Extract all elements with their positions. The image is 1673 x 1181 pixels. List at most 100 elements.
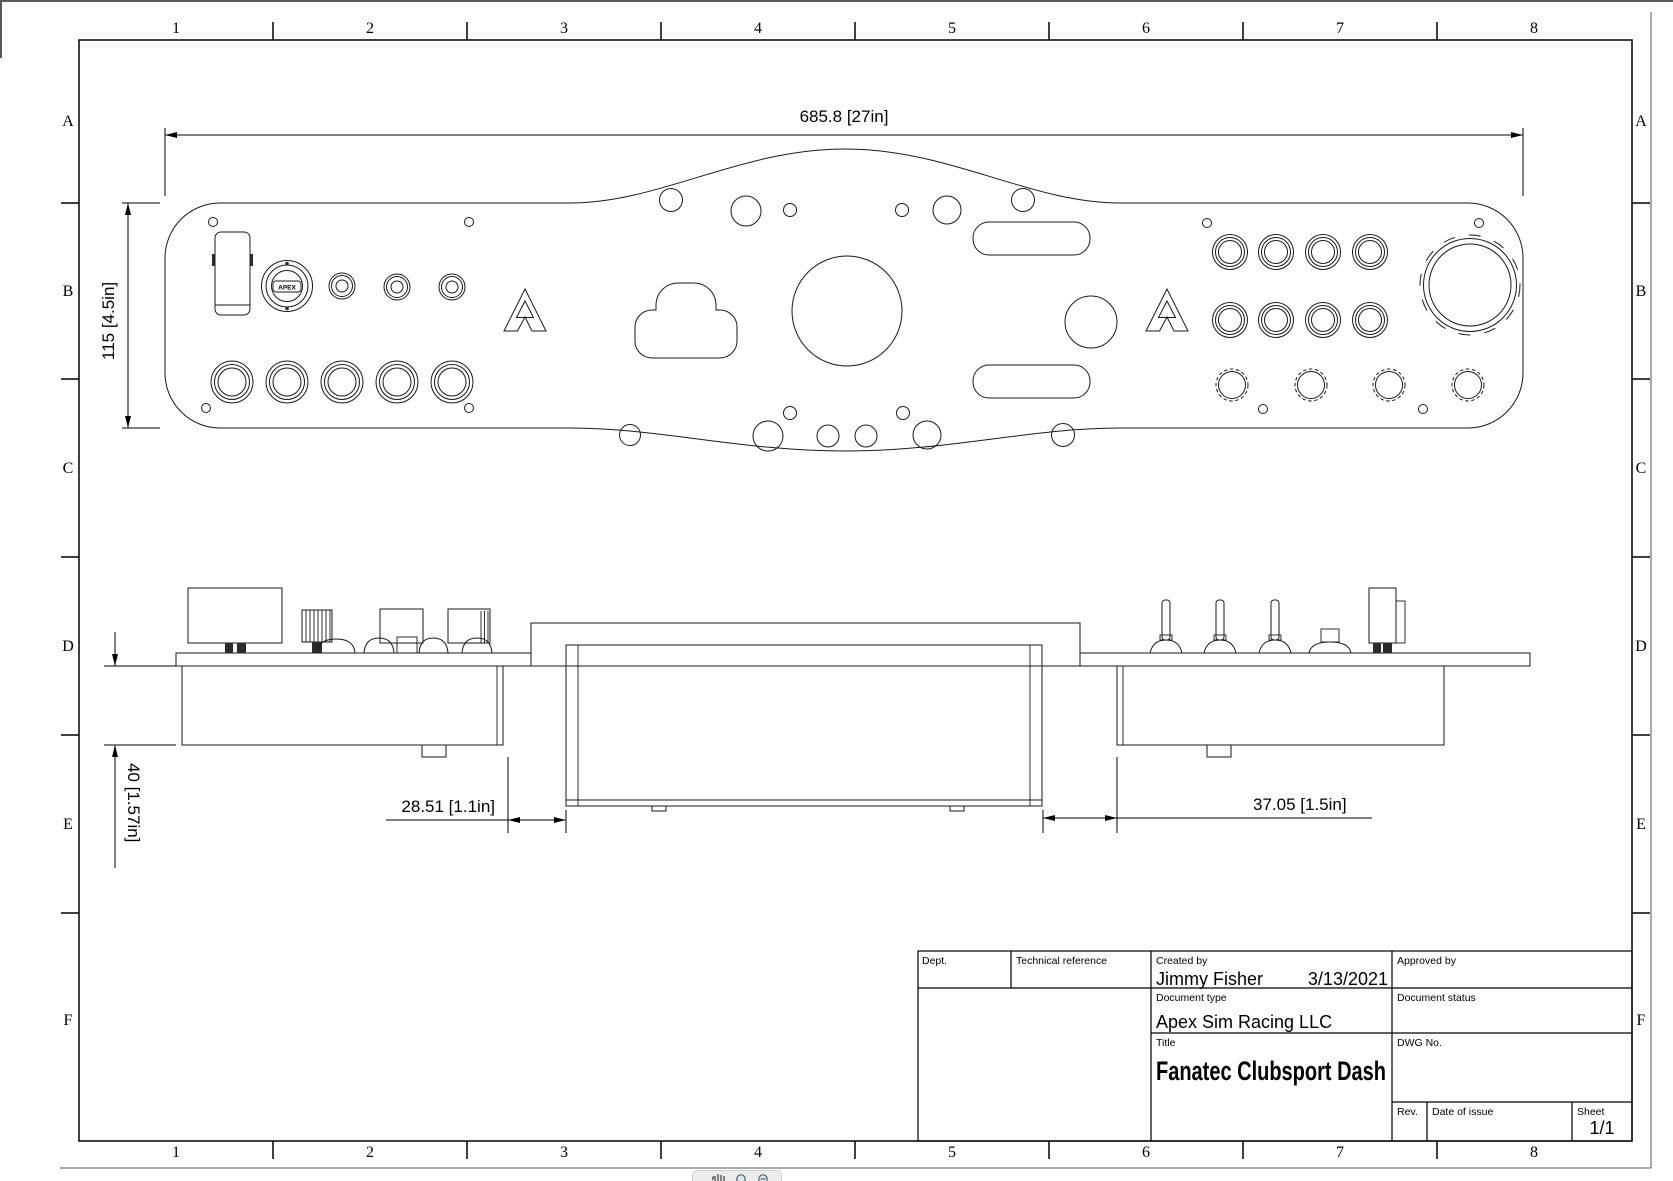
button-grid-right (1212, 234, 1388, 338)
dimension-overall-width: 685.8 [27in] (164, 107, 1524, 196)
display-housing-center (530, 622, 1081, 812)
grid-row-label: B (1636, 283, 1647, 300)
grid-col-label: 1 (172, 20, 180, 37)
date-of-issue-label: Date of issue (1432, 1106, 1493, 1118)
zoom-tool-icon[interactable] (736, 1174, 747, 1181)
grid-row-label: F (64, 1012, 73, 1029)
dpad-cutout (634, 282, 738, 359)
sheet-label: Sheet (1577, 1106, 1605, 1118)
grid-row-label: F (1637, 1012, 1646, 1029)
enclosure-right (1116, 665, 1445, 758)
grid-row-label: E (63, 816, 73, 833)
technical-reference-label: Technical reference (1016, 955, 1107, 967)
switch-side-1 (363, 608, 449, 654)
panel-plate-right (1079, 652, 1531, 667)
approved-by-label: Approved by (1397, 955, 1457, 967)
grid-col-label: 6 (1142, 1144, 1150, 1161)
document-type-value: Apex Sim Racing LLC (1156, 1012, 1332, 1032)
apex-push-button: APEX (261, 260, 313, 312)
title-block: Dept. Technical reference Created by Jim… (917, 950, 1633, 1142)
knob-side (301, 609, 333, 653)
panel-middle-section (619, 188, 1118, 452)
side-view-drawing: 40 [1.57in] 28.51 [1.1in] 37.05 [1.5in] (104, 587, 1531, 868)
grid-col-label: 3 (560, 20, 568, 37)
dwg-no-label: DWG No. (1397, 1037, 1442, 1049)
grid-col-label: 2 (366, 20, 374, 37)
grid-col-label: 8 (1530, 1144, 1538, 1161)
grid-col-label: 1 (172, 1144, 180, 1161)
pan-tool-icon[interactable] (711, 1174, 725, 1181)
toggle-switch-side-1 (1149, 599, 1183, 654)
grid-col-label: 5 (948, 20, 956, 37)
mount-tab-left (421, 744, 447, 758)
center-hole (791, 255, 903, 367)
side-components-right (1149, 587, 1406, 654)
viewer-toolbar (692, 1170, 782, 1181)
panel-plate-left (175, 652, 532, 667)
slot-cutout-top (972, 221, 1091, 256)
grid-col-label: 3 (560, 1144, 568, 1161)
created-by-label: Created by (1156, 955, 1208, 967)
grid-labels-bottom: 1 2 3 4 5 6 7 8 (172, 1144, 1538, 1161)
slot-cutout-bottom (972, 364, 1091, 399)
grid-row-label: D (1635, 638, 1647, 655)
grid-col-label: 7 (1336, 1144, 1344, 1161)
toggle-switch-side-2 (1203, 599, 1237, 654)
grid-col-label: 8 (1530, 20, 1538, 37)
toggle-switch-side-3 (1258, 599, 1292, 654)
sheet-value: 1/1 (1589, 1118, 1614, 1138)
gap-right-dim-text: 37.05 [1.5in] (1253, 795, 1347, 814)
rotary-knob-large (1419, 234, 1521, 336)
zoom-extents-icon[interactable] (758, 1174, 768, 1181)
grid-row-label: A (62, 113, 74, 130)
encoder-knobs-row (1215, 368, 1485, 402)
panel-left-section: APEX (201, 217, 547, 413)
mount-tab-right (1206, 744, 1232, 758)
switch-side-2 (447, 608, 493, 654)
rocker-switch-side-right (1368, 587, 1406, 653)
rocker-switch-cutout (212, 231, 253, 316)
apex-button-label: APEX (278, 285, 296, 292)
small-buttons-row (328, 272, 466, 301)
side-components-left (187, 587, 493, 654)
overall-width-dim-text: 685.8 [27in] (800, 107, 889, 126)
grid-row-label: A (1635, 113, 1647, 130)
title-label: Title (1156, 1037, 1176, 1049)
grid-col-label: 5 (948, 1144, 956, 1161)
apex-logo-right (1145, 287, 1189, 332)
paper-edge (60, 12, 1652, 1169)
grid-row-label: C (63, 460, 74, 477)
created-date-value: 3/13/2021 (1308, 969, 1388, 989)
grid-labels-left: A B C D E F (62, 113, 74, 1029)
rev-label: Rev. (1397, 1106, 1418, 1118)
grid-row-label: E (1636, 816, 1646, 833)
grid-col-label: 2 (366, 1144, 374, 1161)
panel-height-dim-text: 115 [4.5in] (99, 282, 118, 360)
window-edge-top (0, 0, 1673, 2)
document-status-label: Document status (1397, 992, 1476, 1004)
button-row-left-bottom (210, 360, 474, 404)
grid-col-label: 7 (1336, 20, 1344, 37)
grid-labels-right: A B C D E F (1635, 113, 1647, 1029)
gap-left-dim-text: 28.51 [1.1in] (401, 797, 495, 816)
button-dome-side (316, 638, 356, 654)
grid-col-label: 4 (754, 1144, 762, 1161)
document-type-label: Document type (1156, 992, 1227, 1004)
grid-col-label: 6 (1142, 20, 1150, 37)
grid-row-label: C (1636, 460, 1647, 477)
window-edge-left (0, 0, 2, 58)
grid-col-label: 4 (754, 20, 762, 37)
dimension-gap-left: 28.51 [1.1in] (386, 757, 567, 833)
created-by-value: Jimmy Fisher (1156, 969, 1263, 989)
dimension-depth: 40 [1.57in] (104, 632, 176, 868)
panel-right-section (1145, 218, 1521, 414)
dimension-panel-height: 115 [4.5in] (99, 202, 160, 429)
top-view-drawing: APEX (99, 107, 1524, 452)
grid-row-label: D (62, 638, 74, 655)
low-dome-side (1308, 628, 1352, 654)
panel-outline (164, 148, 1524, 452)
enclosure-left (181, 665, 504, 758)
drawing-frame: 1 2 3 4 5 6 7 8 1 2 3 4 5 6 7 8 A B (61, 20, 1650, 1161)
